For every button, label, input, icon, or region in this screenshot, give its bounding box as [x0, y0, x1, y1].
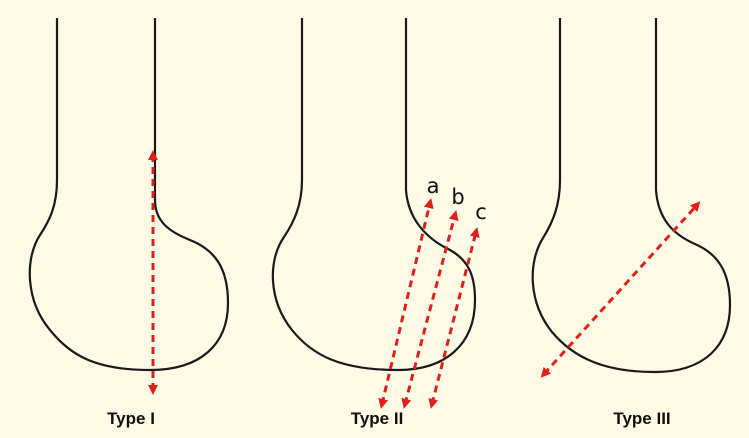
fracture-line-b-label: b — [451, 185, 465, 209]
panel-label-type-1: Type I — [107, 409, 155, 428]
fracture-line-c-label: c — [475, 200, 487, 224]
panel-type-1 — [28, 18, 230, 395]
panel-type-3 — [531, 18, 732, 378]
fracture-line-a-label: a — [426, 174, 440, 198]
bone-outline-type-3 — [531, 18, 732, 374]
bone-outline-type-1 — [28, 18, 230, 372]
bone-outline-type-2 — [271, 18, 477, 372]
panel-label-type-2: Type II — [350, 409, 404, 428]
panel-label-type-3: Type III — [613, 409, 671, 428]
panel-type-2 — [271, 18, 480, 409]
fracture-line-b — [401, 210, 459, 409]
fracture-line-type-3 — [540, 201, 701, 378]
fracture-line-a — [378, 198, 434, 409]
fracture-line-c — [428, 227, 480, 409]
